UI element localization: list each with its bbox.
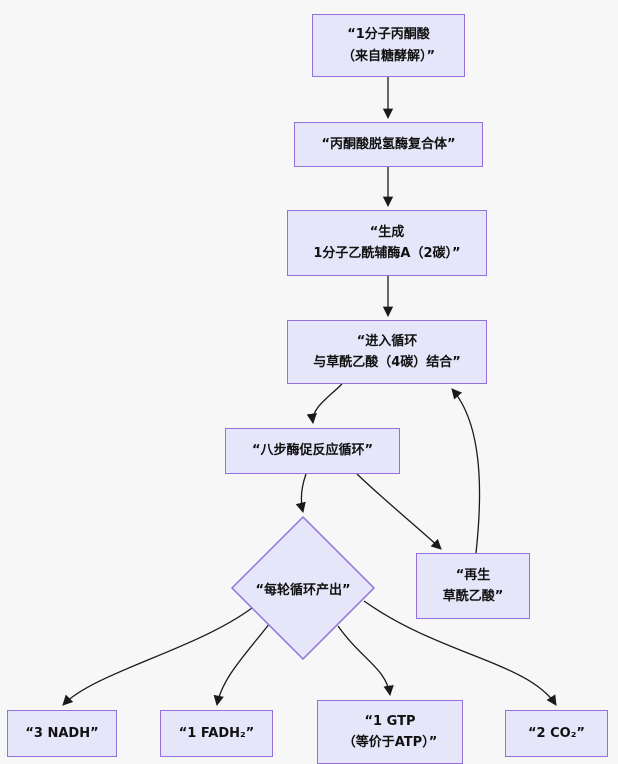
node-eight-steps: “八步酶促反应循环” bbox=[225, 428, 400, 474]
node-regenerate-oaa: “再生 草酰乙酸” bbox=[416, 553, 530, 619]
node-nadh: “3 NADH” bbox=[7, 710, 117, 757]
edge-eight-steps-to-per-cycle-output bbox=[295, 473, 307, 514]
node-pyruvate: “1分子丙酮酸 （来自糖酵解）” bbox=[312, 14, 465, 77]
node-pdh-complex: “丙酮酸脱氢酶复合体” bbox=[294, 122, 483, 167]
edge-per-cycle-output-to-co2 bbox=[363, 600, 557, 706]
edge-per-cycle-output-to-fadh2 bbox=[213, 622, 271, 707]
edge-per-cycle-output-to-nadh bbox=[62, 607, 253, 706]
edge-per-cycle-output-to-gtp bbox=[337, 625, 394, 697]
node-enter-cycle: “进入循环 与草酰乙酸（4碳）结合” bbox=[287, 320, 487, 384]
node-fadh2: “1 FADH₂” bbox=[160, 710, 273, 757]
per-cycle-output-diamond-shape bbox=[230, 515, 376, 661]
node-acetyl-coa: “生成 1分子乙酰辅酶A（2碳）” bbox=[287, 210, 487, 276]
edge-enter-cycle-to-eight-steps bbox=[306, 383, 343, 425]
edge-eight-steps-to-regenerate-oaa bbox=[356, 473, 442, 550]
node-gtp: “1 GTP （等价于ATP）” bbox=[317, 700, 463, 764]
node-co2: “2 CO₂” bbox=[505, 710, 608, 757]
edge-regenerate-oaa-to-enter-cycle bbox=[451, 388, 481, 554]
